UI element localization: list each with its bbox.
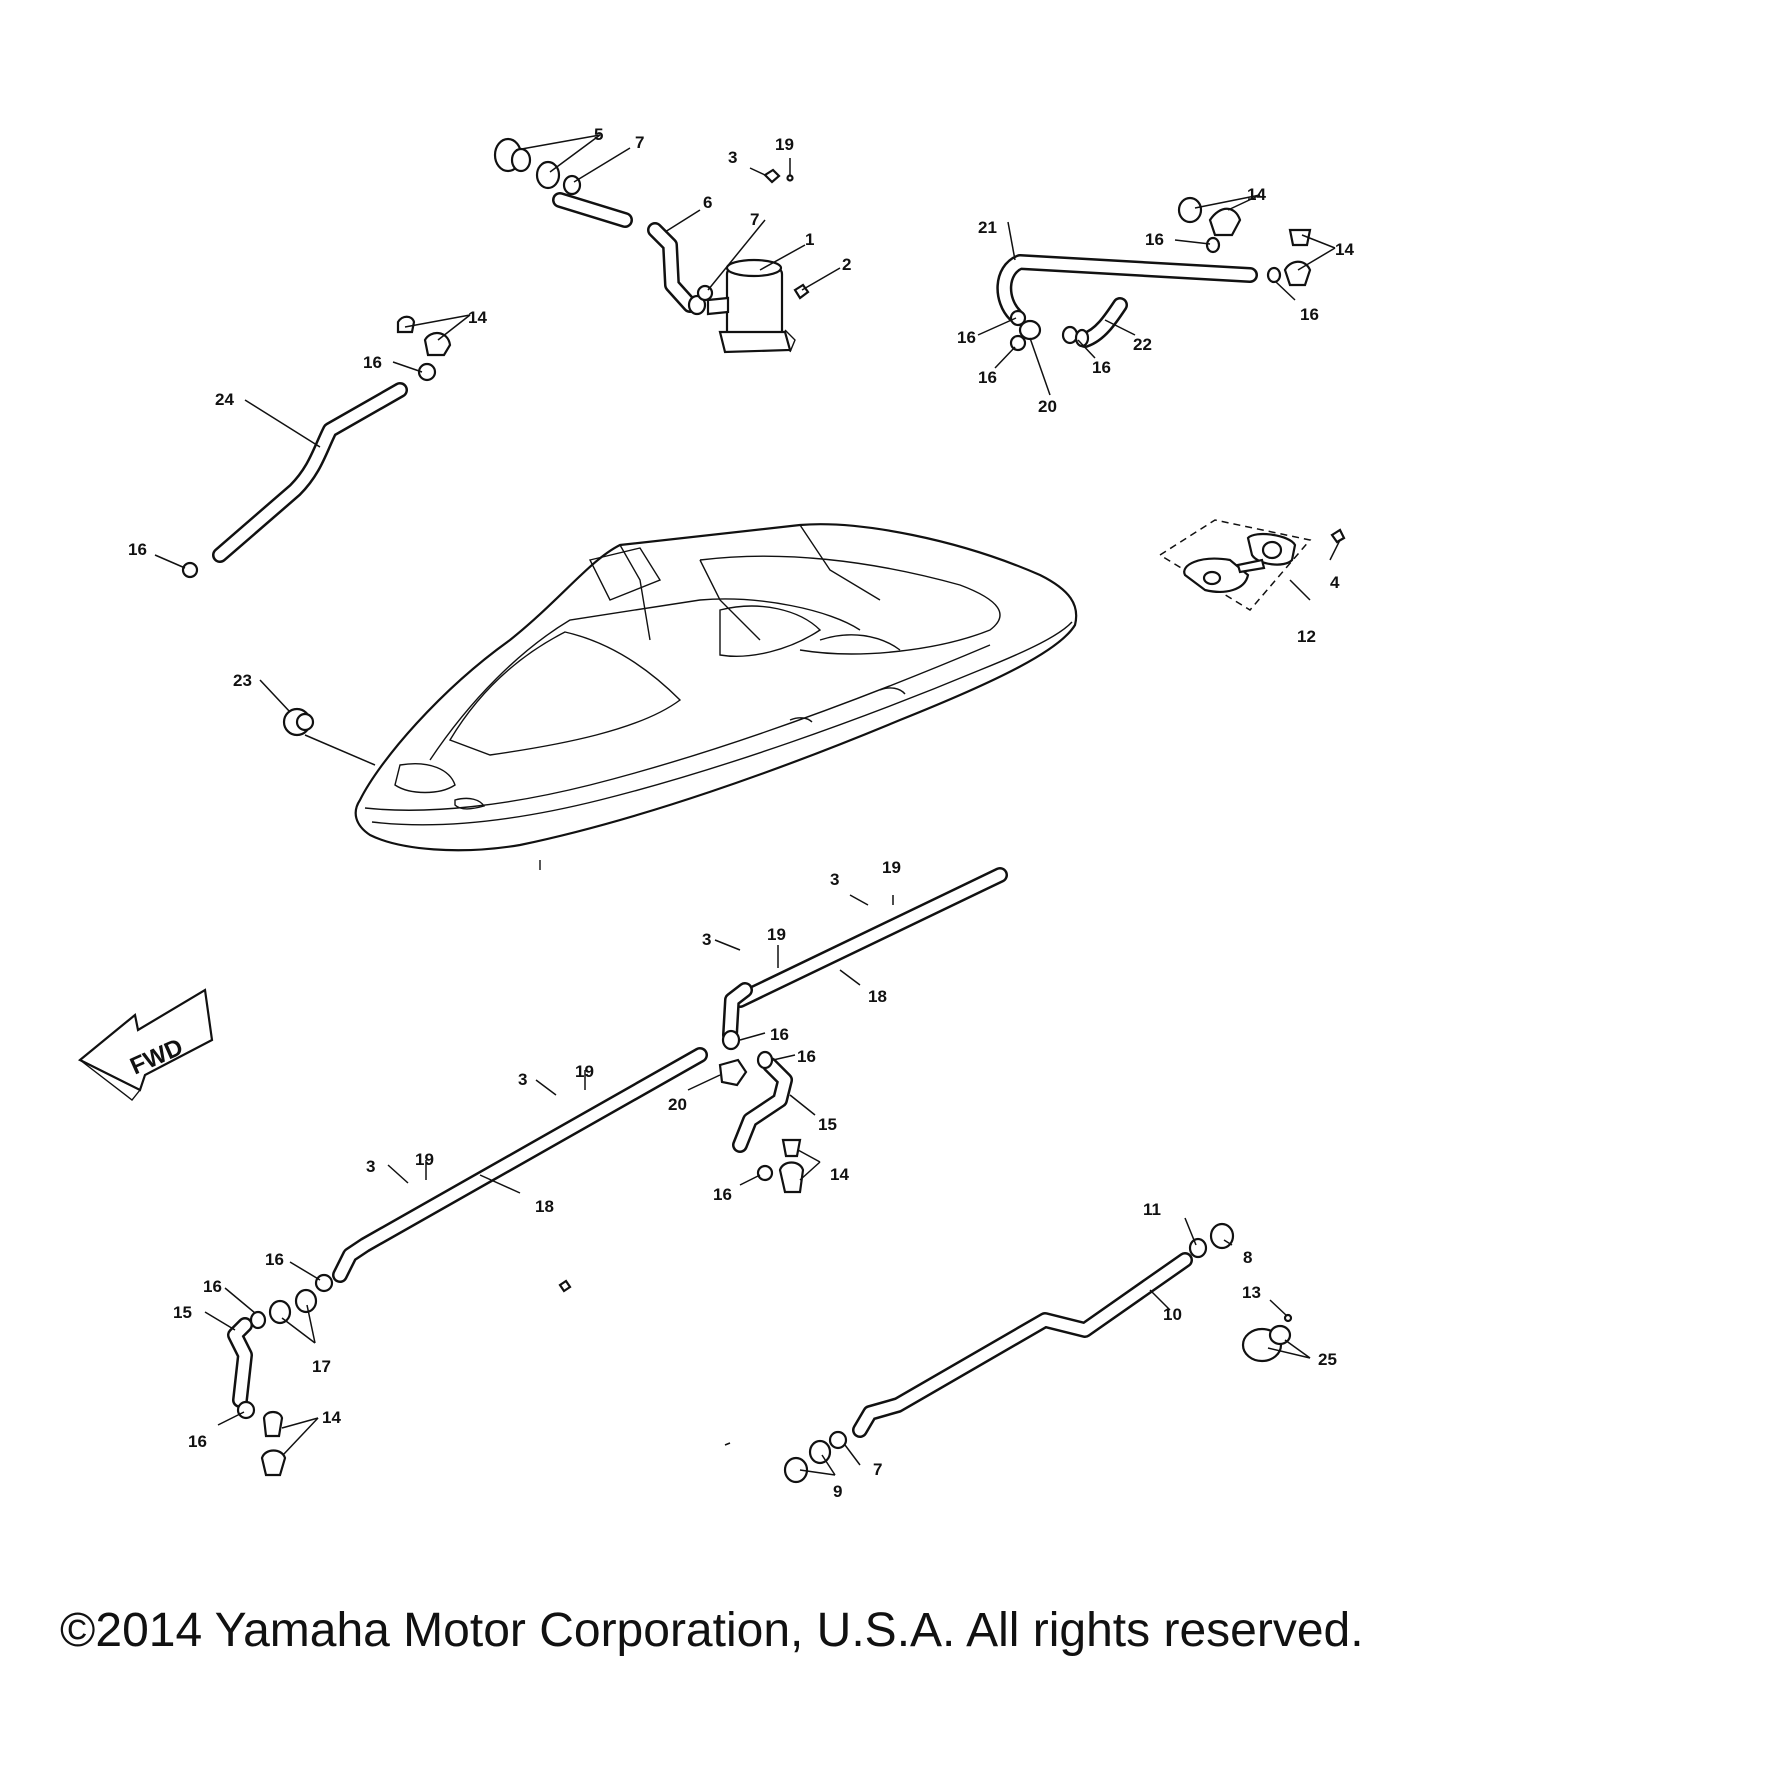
callout-24: 24	[215, 390, 234, 409]
callout-14: 14	[1247, 185, 1266, 204]
leader-lines	[154, 134, 1341, 1476]
bilge-pump-assembly	[493, 137, 810, 354]
callout-16: 16	[797, 1047, 816, 1066]
callout-17: 17	[312, 1357, 331, 1376]
callout-5: 5	[594, 125, 603, 144]
callout-19: 19	[882, 858, 901, 877]
callout-16: 16	[128, 540, 147, 559]
callout-23: 23	[233, 671, 252, 690]
callout-18: 18	[535, 1197, 554, 1216]
callout-9: 9	[833, 1482, 842, 1501]
callout-15: 15	[818, 1115, 837, 1134]
callout-1: 1	[805, 230, 814, 249]
callout-19: 19	[575, 1062, 594, 1081]
callout-16: 16	[1092, 358, 1111, 377]
callout-3: 3	[702, 930, 711, 949]
callout-7: 7	[750, 210, 759, 229]
callout-3: 3	[518, 1070, 527, 1089]
callout-16: 16	[957, 328, 976, 347]
callout-3: 3	[728, 148, 737, 167]
callout-14: 14	[830, 1165, 849, 1184]
callout-19: 19	[415, 1150, 434, 1169]
callout-16: 16	[1145, 230, 1164, 249]
callout-2: 2	[842, 255, 851, 274]
callout-3: 3	[366, 1157, 375, 1176]
callout-14: 14	[322, 1408, 341, 1427]
copyright-notice: ©2014 Yamaha Motor Corporation, U.S.A. A…	[60, 1604, 1364, 1657]
callout-14: 14	[468, 308, 487, 327]
callout-19: 19	[775, 135, 794, 154]
callout-16: 16	[713, 1185, 732, 1204]
callout-16: 16	[363, 353, 382, 372]
hose-assembly-upper-right	[996, 196, 1312, 352]
callout-11: 11	[1143, 1200, 1161, 1219]
fwd-arrow: FWD	[77, 988, 214, 1101]
callout-19: 19	[767, 925, 786, 944]
callout-16: 16	[265, 1250, 284, 1269]
callout-22: 22	[1133, 335, 1152, 354]
callout-10: 10	[1163, 1305, 1182, 1324]
callout-7: 7	[635, 133, 644, 152]
drain-plate-assembly	[1158, 519, 1346, 611]
tube-assembly-center	[718, 867, 1008, 1194]
callout-16: 16	[1300, 305, 1319, 324]
tube-assembly-lower-left	[227, 1047, 708, 1477]
tube-assembly-lower-right	[783, 1222, 1293, 1484]
callout-14: 14	[1335, 240, 1354, 259]
callout-20: 20	[1038, 397, 1057, 416]
callout-16: 16	[770, 1025, 789, 1044]
callout-7: 7	[873, 1460, 882, 1479]
callout-25: 25	[1318, 1350, 1337, 1369]
callout-13: 13	[1242, 1283, 1261, 1302]
callout-6: 6	[703, 193, 712, 212]
callout-3: 3	[830, 870, 839, 889]
callout-16: 16	[188, 1432, 207, 1451]
callout-15: 15	[173, 1303, 192, 1322]
callout-numbers: 1 2 3 19 5 7 6 7 21 14 16 14 16 22 16 16…	[128, 125, 1354, 1501]
callout-21: 21	[978, 218, 997, 237]
callout-16: 16	[203, 1277, 222, 1296]
boat-hull	[354, 523, 1078, 870]
callout-4: 4	[1330, 573, 1340, 592]
hose-assembly-upper-left	[181, 315, 452, 737]
callout-12: 12	[1297, 627, 1316, 646]
callout-8: 8	[1243, 1248, 1252, 1267]
callout-18: 18	[868, 987, 887, 1006]
callout-16: 16	[978, 368, 997, 387]
callout-20: 20	[668, 1095, 687, 1114]
